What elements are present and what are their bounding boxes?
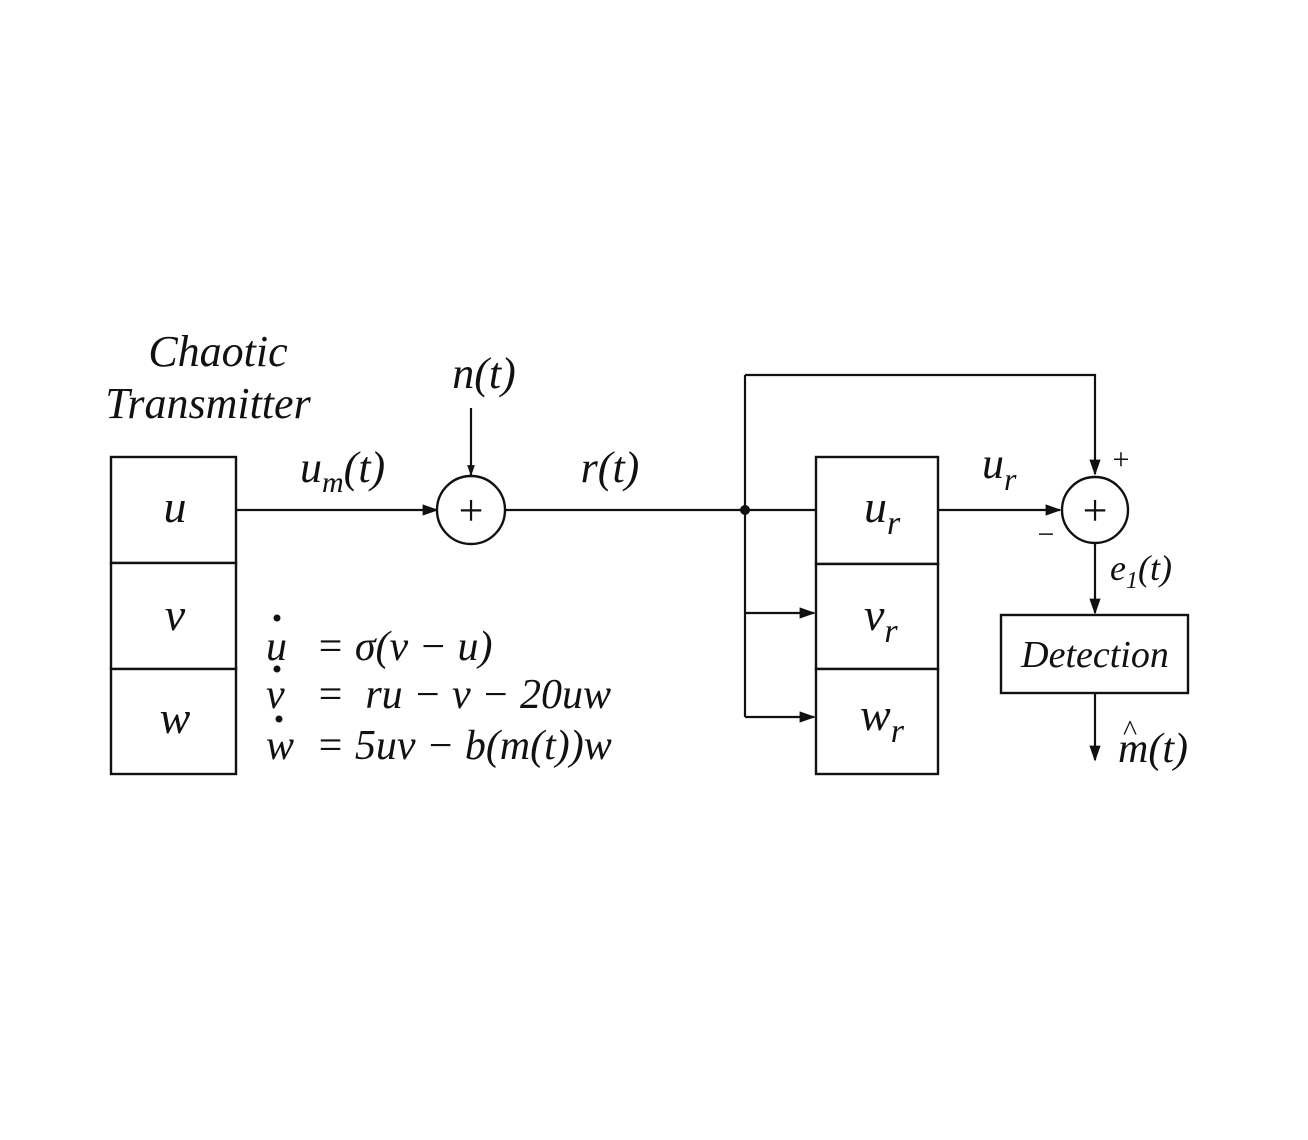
error-adder-symbol: + — [1083, 486, 1108, 535]
error-adder-minus-sign: − — [1038, 518, 1055, 551]
detection-block: Detection — [999, 613, 1190, 695]
receiver-cell-vr: vr — [864, 589, 898, 650]
error-adder-plus-sign: + — [1113, 443, 1130, 476]
transmitter-title-line2: Transmitter — [105, 379, 311, 428]
equation-3-lhs: w — [266, 723, 294, 769]
receiver-cell-wr: wr — [860, 689, 905, 750]
output-hat: ^ — [1123, 714, 1137, 747]
transmitter-equations: u = σ(v − u) v = ru − v − 20uw w = 5uv −… — [266, 614, 612, 769]
equation-2-rhs: = ru − v − 20uw — [316, 672, 611, 718]
transmitter-block: u v w — [109, 455, 238, 776]
equation-2-lhs: v — [266, 672, 285, 718]
receiver-cell-ur: ur — [864, 481, 901, 542]
channel-adder-symbol: + — [459, 486, 484, 535]
equation-1-rhs: = σ(v − u) — [316, 624, 493, 670]
receiver-block: ur vr wr — [814, 455, 940, 776]
detection-label: Detection — [1020, 634, 1169, 676]
error-label: e1(t) — [1110, 548, 1172, 594]
error-adder: + + − — [1038, 443, 1130, 551]
feedback-path — [745, 373, 1101, 476]
channel-adder: + — [435, 474, 507, 546]
equation-3-dot — [275, 715, 283, 723]
transmitter-cell-v: v — [165, 589, 186, 640]
equation-1-lhs: u — [266, 624, 287, 670]
transmitter-cell-w: w — [160, 692, 191, 743]
transmitter-cell-u: u — [164, 481, 187, 532]
transmitter-title-line1: Chaotic — [148, 327, 288, 376]
equation-2-dot — [273, 665, 281, 673]
equation-3-rhs: = 5uv − b(m(t))w — [316, 723, 612, 769]
equation-1-dot — [273, 614, 281, 622]
output-label: m(t) — [1118, 726, 1188, 772]
ur-label: ur — [982, 439, 1017, 497]
received-label: r(t) — [581, 443, 640, 492]
noise-label: n(t) — [452, 349, 516, 398]
um-label: um(t) — [300, 443, 385, 499]
